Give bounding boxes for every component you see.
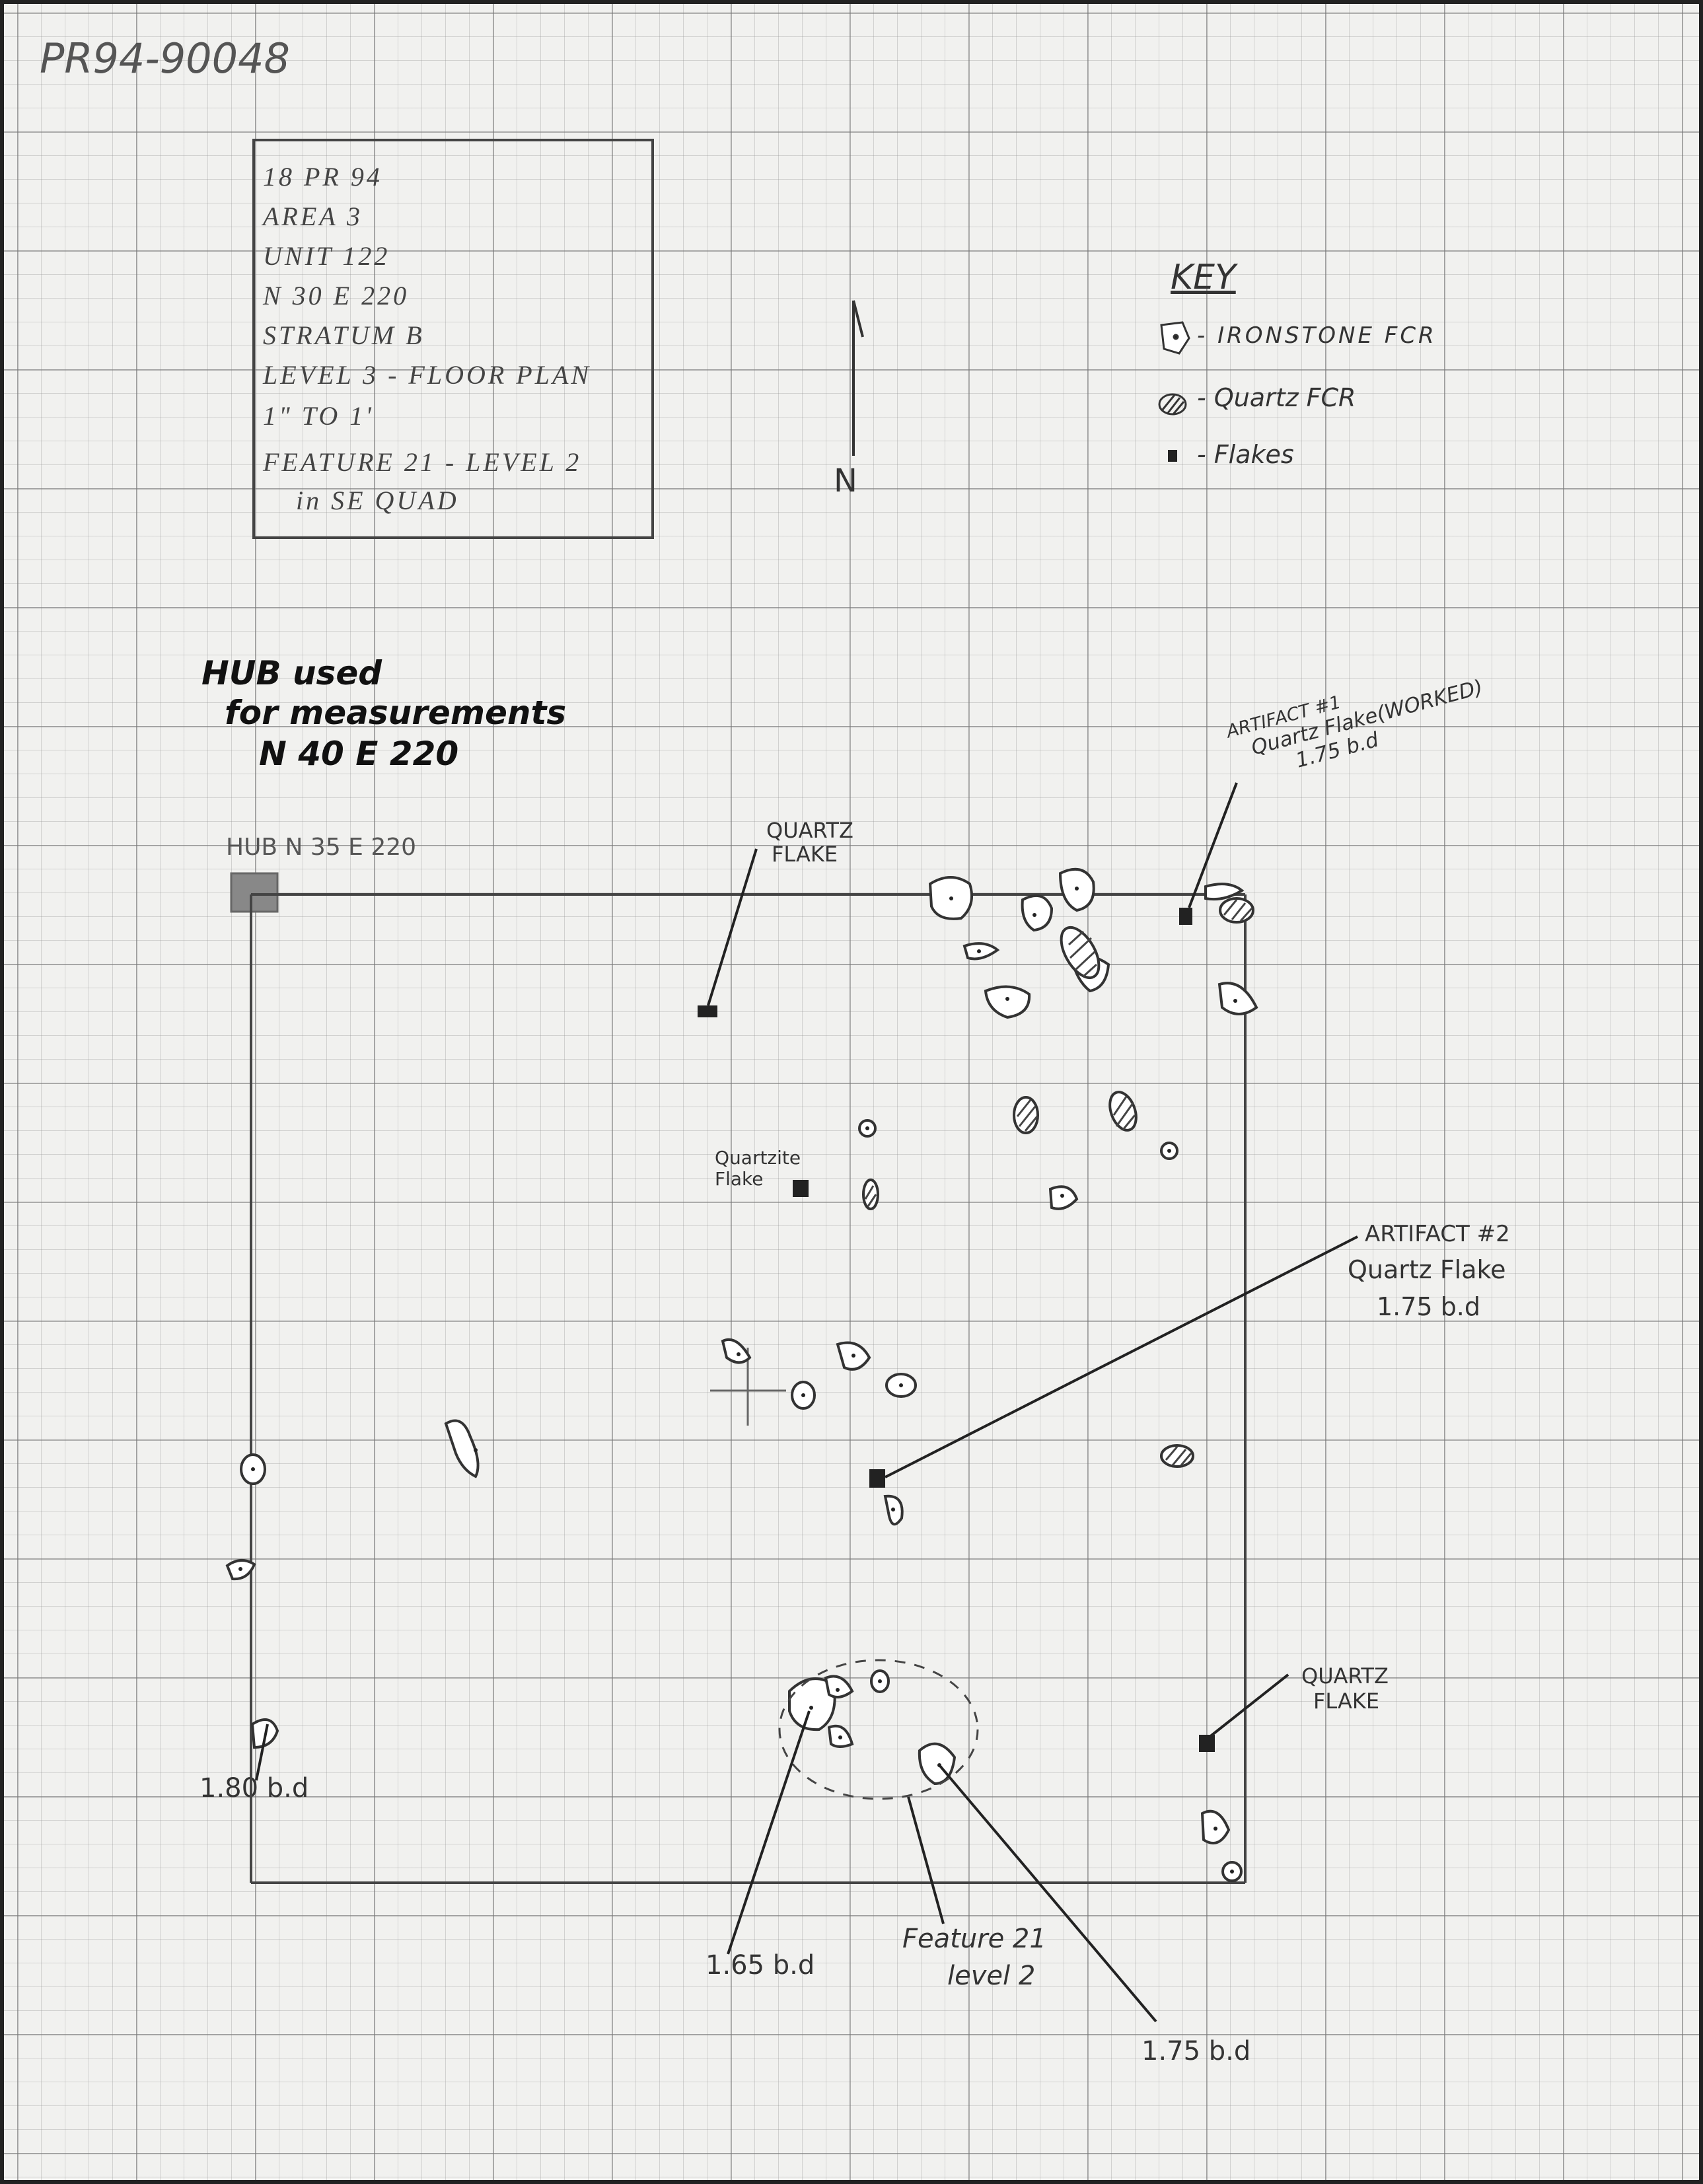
feature-label: FEATURE 21 - LEVEL 2 [263,447,582,477]
ironstone-fcr [1048,1185,1079,1210]
ironstone-fcr [962,942,1000,961]
stratum-label: STRATUM B [263,320,425,350]
quartzite-flake-label-1: Quartzite [715,1147,801,1169]
hub-marker-label: HUB N 35 E 220 [226,834,417,861]
hub-note-line3: N 40 E 220 [259,735,459,773]
feature21-label-1: Feature 21 [902,1924,1046,1954]
north-label: N [834,462,857,499]
ironstone-fcr [444,1419,480,1478]
scale-label: 1" TO 1' [263,401,374,431]
ironstone-fcr-group [225,867,1258,1882]
quartz-flake-top-label-1: QUARTZ [766,818,853,843]
ironstone-fcr [788,1677,836,1731]
key-flake-label: - Flakes [1197,440,1294,469]
feature21-outline [778,1659,979,1800]
flake [1179,908,1192,925]
quartz-hatching [864,899,1253,1466]
key-ironstone-label: - IRONSTONE FCR [1197,322,1437,349]
unit-info-box: 18 PR 94 AREA 3 UNIT 122 N 30 E 220 STRA… [252,139,654,539]
quartz-flake-bottom-label-1: QUARTZ [1301,1663,1389,1689]
quartz-fcr [1108,1091,1138,1132]
hub-note-line2: for measurements [225,694,567,732]
key-title: KEY [1171,258,1236,297]
ironstone-fcr [1021,894,1054,932]
key-quartz-icon [1158,393,1187,416]
flake [1199,1735,1215,1752]
quartz-flake-top-label-2: FLAKE [772,842,838,867]
quartzite-flake-label-2: Flake [715,1168,764,1190]
artifact2-title: ARTIFACT #2 [1365,1221,1510,1247]
artifact2-description: Quartz Flake [1348,1255,1506,1284]
unit-label: UNIT 122 [263,241,390,271]
quartz-fcr-group [862,897,1254,1468]
hub-marker [230,872,279,913]
quad-label: in SE QUAD [296,486,459,515]
ironstone-fcr [984,985,1031,1019]
ironstone-fcr [1204,883,1245,901]
ironstone-fcr [824,1675,854,1698]
hub-note-line1: HUB used [201,654,382,692]
key-quartz-label: - Quartz FCR [1197,383,1356,412]
site-number: 18 PR 94 [263,162,382,192]
level-label: LEVEL 3 - FLOOR PLAN [263,360,592,390]
north-arrow-icon [852,300,864,456]
ironstone-fcr [1217,982,1258,1015]
flake [793,1180,809,1197]
flake [869,1469,885,1488]
depth-label-165: 1.65 b.d [706,1950,815,1981]
leader-lines [255,782,1358,2023]
key-ironstone-icon [1160,321,1190,355]
flake [698,1005,717,1017]
sheet-id: PR94-90048 [40,34,290,83]
quartz-flake-bottom-label-2: FLAKE [1313,1689,1380,1714]
ironstone-fcr [721,1338,752,1364]
artifact2-depth: 1.75 b.d [1377,1292,1481,1321]
key-flake-icon [1168,450,1177,462]
quartz-fcr [862,1179,879,1210]
quartz-fcr [1060,926,1101,979]
depth-label-175: 1.75 b.d [1141,2036,1251,2066]
quartz-fcr [1219,897,1254,924]
feature21-label-2: level 2 [947,1961,1036,1991]
ironstone-dots [238,887,1237,1874]
flake-group [698,908,1215,1752]
area-label: AREA 3 [263,201,363,231]
unit-coordinates: N 30 E 220 [263,281,410,310]
depth-label-180: 1.80 b.d [199,1773,309,1803]
